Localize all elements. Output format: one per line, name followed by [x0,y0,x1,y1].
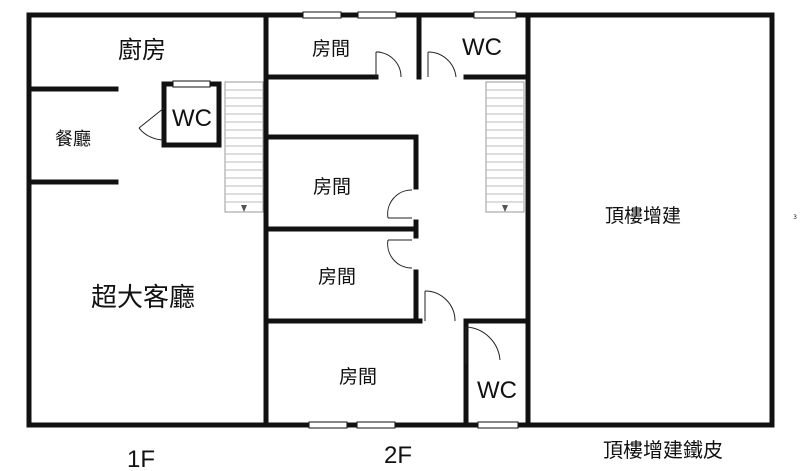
room-label-wc-2f-bottom: WC [477,377,517,404]
staircase-1f [224,81,264,213]
window [172,80,211,88]
room-label-wc-2f-top: WC [462,34,502,61]
window [302,11,342,19]
window [357,11,397,19]
window [308,421,348,429]
floor-caption-2f: 2F [384,442,412,469]
room-label-living: 超大客廳 [91,283,195,313]
window [473,11,517,19]
room-label-2f-top: 房間 [312,38,350,60]
wall-rooftop-outer [525,12,775,428]
room-label-dining: 餐廳 [55,129,91,150]
room-label-rooftop: 頂樓增建 [605,205,681,227]
room-label-2f-bottom: 房間 [339,366,377,388]
page-marker: 3 [793,214,797,221]
room-label-kitchen: 廚房 [118,36,166,64]
wall-1f-outer [26,12,269,428]
window [356,421,396,429]
window [477,421,519,429]
floor-caption-1f: 1F [127,446,155,471]
room-label-2f-mid-lower: 房間 [318,266,356,288]
room-label-2f-mid-upper: 房間 [313,176,351,198]
staircase-2f [485,81,525,213]
floor-caption-rooftop: 頂樓增建鐵皮 [603,438,723,462]
room-label-wc-1f: WC [172,105,212,132]
